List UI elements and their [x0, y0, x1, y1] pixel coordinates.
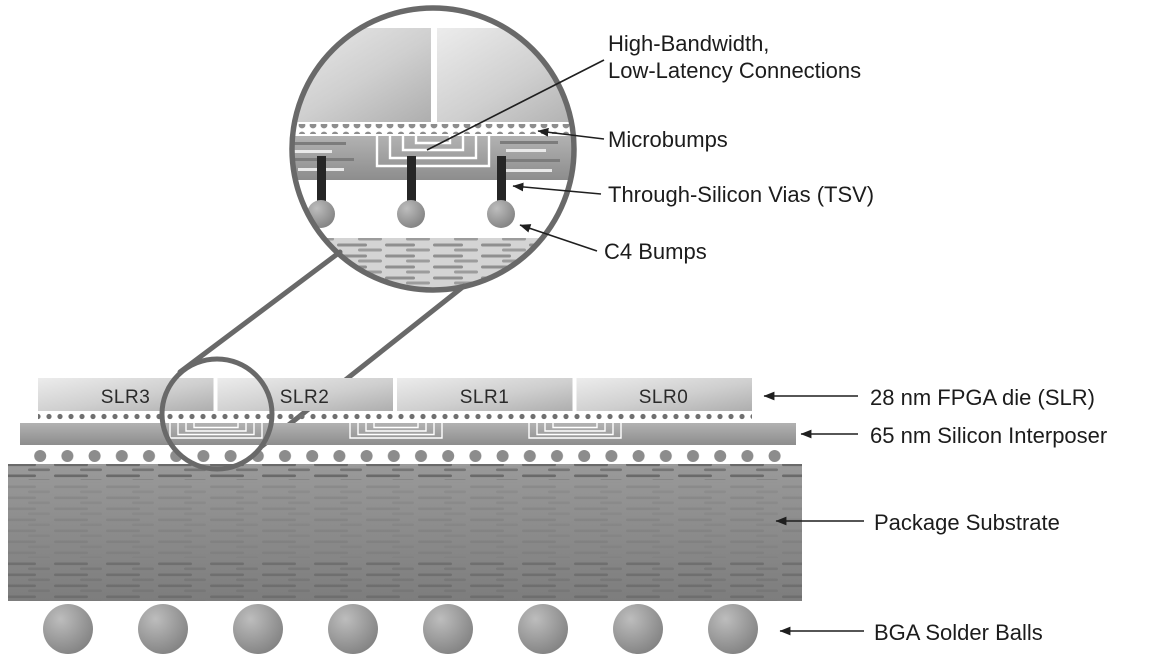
label-high-bandwidth-connections: High-Bandwidth, Low-Latency Connections: [608, 31, 862, 83]
label-bga-solder-balls: BGA Solder Balls: [874, 620, 1043, 645]
label-slr2: SLR2: [279, 387, 330, 408]
package-callout-lines: [763, 391, 864, 636]
c4-bump-row: [30, 448, 790, 464]
label-microbumps: Microbumps: [608, 127, 728, 152]
interposer-bar: [20, 422, 796, 445]
lens-microbumps-row: [292, 124, 574, 134]
lens-tsv-bars: [317, 156, 506, 202]
microbump-row: [38, 413, 752, 420]
magnifier-lens-content: [292, 8, 574, 290]
magnifier-lens-outline: [289, 5, 577, 293]
label-silicon-interposer: 65 nm Silicon Interposer: [870, 423, 1108, 448]
label-c4-bumps: C4 Bumps: [604, 239, 707, 264]
label-tsv: Through-Silicon Vias (TSV): [608, 182, 875, 207]
lens-connections-routing: [375, 136, 491, 168]
slr-die-row: [38, 378, 752, 411]
label-slr1: SLR1: [459, 387, 510, 408]
callout-line-connections: [426, 59, 605, 151]
callout-arrow-microbumps: [537, 127, 605, 140]
magnifier-source-circle: [159, 356, 275, 472]
bga-ball-row: [43, 604, 758, 654]
label-slr3: SLR3: [100, 387, 151, 408]
label-slr0: SLR0: [638, 387, 689, 408]
package-substrate: [8, 464, 802, 601]
callout-arrow-tsv: [512, 182, 602, 195]
callout-arrow-c4-bumps: [519, 224, 598, 252]
label-fpga-die: 28 nm FPGA die (SLR): [870, 385, 1095, 410]
label-package-substrate: Package Substrate: [874, 510, 1060, 535]
lens-interposer: [292, 136, 574, 180]
lens-callout-lines: [426, 59, 605, 252]
